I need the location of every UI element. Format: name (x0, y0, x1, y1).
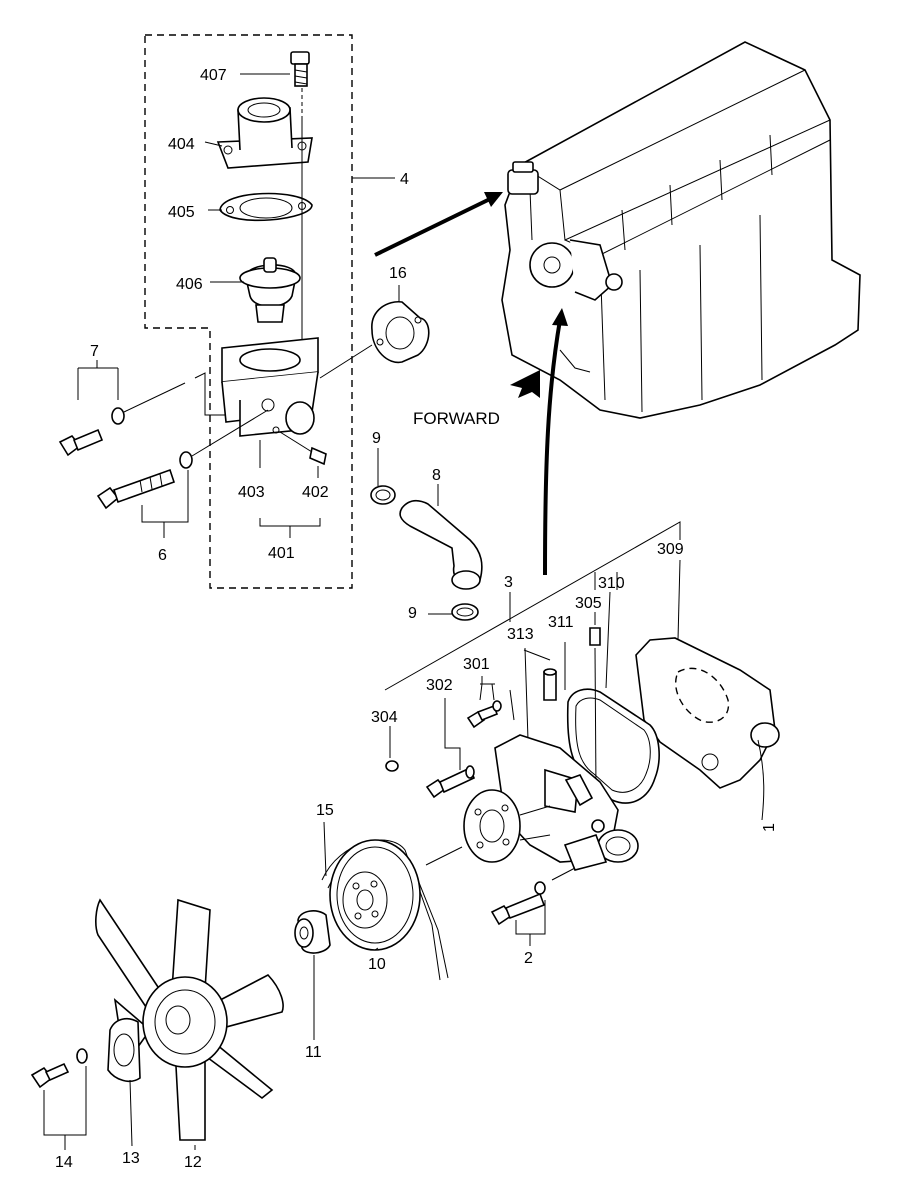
callout-3: 3 (504, 574, 513, 591)
callout-6: 6 (158, 547, 167, 564)
callout-311: 311 (548, 614, 574, 631)
callout-407: 407 (200, 67, 227, 84)
callout-406: 406 (176, 276, 203, 293)
part-406-thermostat (210, 257, 301, 323)
callout-401: 401 (268, 545, 295, 562)
part-407-bolt (240, 51, 310, 118)
part-16-gasket (319, 285, 430, 379)
forward-arrow-icon (510, 370, 540, 398)
part-9-hose-clamp-upper (370, 448, 396, 505)
engine-block (501, 41, 861, 419)
callout-302: 302 (426, 677, 453, 694)
callout-402: 402 (302, 484, 329, 501)
callout-305: 305 (575, 595, 602, 612)
callout-310: 310 (598, 575, 625, 592)
part-304-nut (385, 726, 399, 772)
part-301-bolt-set (466, 676, 515, 729)
callout-4: 4 (400, 171, 409, 188)
part-6-bolt-and-washer (96, 409, 269, 538)
forward-label: FORWARD (413, 409, 500, 428)
callout-14: 14 (55, 1154, 73, 1171)
callout-405: 405 (168, 204, 195, 221)
callout-7: 7 (90, 343, 99, 360)
part-2-bolt (490, 867, 576, 946)
callout-16: 16 (389, 265, 407, 282)
part-13-fan-spacer (107, 1017, 141, 1147)
part-11-spacer (294, 910, 331, 1040)
callout-11: 11 (305, 1044, 322, 1061)
part-403-thermostat-housing (221, 337, 319, 468)
part-10-fan-pulley (329, 839, 421, 951)
callout-12: 12 (184, 1154, 202, 1171)
part-8-water-hose (399, 484, 483, 590)
part-404-water-outlet (204, 97, 313, 169)
callout-10: 10 (368, 956, 386, 973)
callout-1: 1 (761, 823, 778, 832)
water-pump-group (384, 521, 780, 871)
part-12-cooling-fan (95, 898, 284, 1150)
part-14-bolt-and-washer (30, 1048, 88, 1150)
part-313-leader (524, 647, 529, 741)
part-9-hose-clamp-lower (428, 603, 479, 621)
callout-301: 301 (463, 656, 490, 673)
callout-404: 404 (168, 136, 195, 153)
callout-15: 15 (316, 802, 334, 819)
part-311-dowel (523, 642, 566, 701)
part-402-bolt (279, 431, 327, 478)
callout-304: 304 (371, 709, 398, 726)
callout-9-lower: 9 (408, 605, 417, 622)
callout-9-upper: 9 (372, 430, 381, 447)
callout-313: 313 (507, 626, 534, 643)
callout-labels: 407 404 405 406 4 16 7 403 402 401 6 9 8… (55, 67, 778, 1171)
part-7-bolt-and-washer (58, 360, 225, 457)
part-302-bolt (425, 698, 476, 799)
pump-pulley-hub (463, 789, 551, 863)
part-305-fitting (589, 612, 601, 791)
part-1-leader (757, 739, 765, 821)
callout-13: 13 (122, 1150, 140, 1167)
part-405-gasket (208, 192, 313, 222)
callout-309: 309 (657, 541, 684, 558)
callout-8: 8 (432, 467, 441, 484)
thermostat-assembly-group (144, 34, 395, 589)
forward-direction-indicator: FORWARD (413, 370, 540, 428)
assembly-arrows (374, 192, 568, 576)
callout-403: 403 (238, 484, 265, 501)
callout-2: 2 (524, 950, 533, 967)
part-3-water-pump-body (494, 734, 639, 871)
